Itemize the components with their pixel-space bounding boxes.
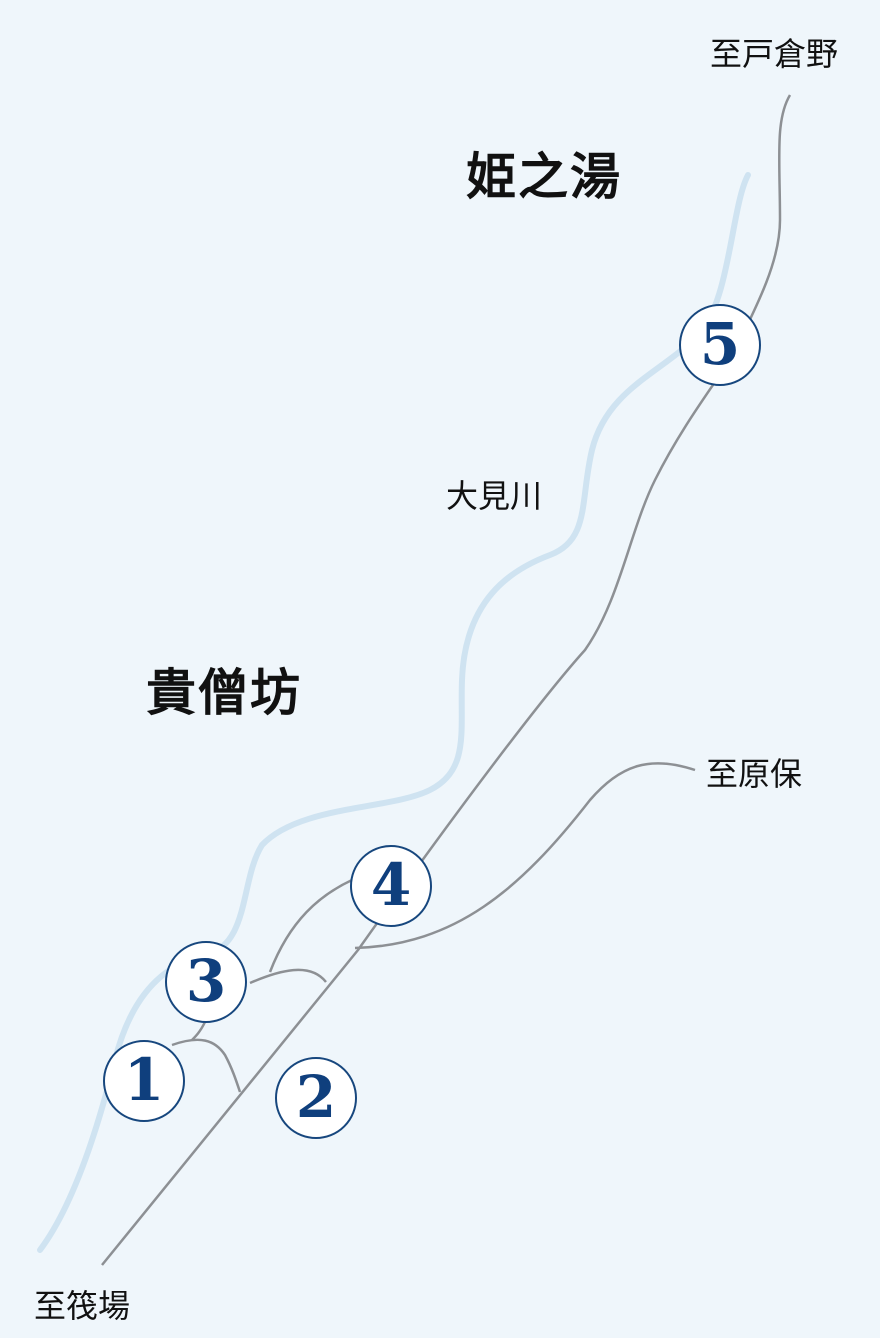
- direction-label-harabo: 至原保: [706, 755, 803, 793]
- direction-label-tokurano: 至戸倉野: [710, 35, 839, 73]
- location-marker-4[interactable]: 4: [350, 845, 432, 927]
- road-to-harabo: [354, 762, 696, 950]
- river-omigawa: [37, 172, 751, 1253]
- road-connector-3-1: [191, 1021, 207, 1041]
- road-branch-3: [249, 968, 327, 985]
- location-marker-3[interactable]: 3: [165, 941, 247, 1023]
- location-marker-5[interactable]: 5: [679, 304, 761, 386]
- road-to-tokurano: [101, 94, 792, 1266]
- road-branch-1: [171, 1038, 242, 1093]
- place-label-kibobo: 貴僧坊: [146, 663, 302, 722]
- road-branch-4: [268, 878, 353, 973]
- location-marker-1[interactable]: 1: [103, 1040, 185, 1122]
- river-label: 大見川: [446, 477, 543, 515]
- place-label-himenoyu: 姫之湯: [466, 147, 622, 206]
- location-marker-2[interactable]: 2: [275, 1057, 357, 1139]
- direction-label-ikadaba: 至筏場: [34, 1287, 131, 1325]
